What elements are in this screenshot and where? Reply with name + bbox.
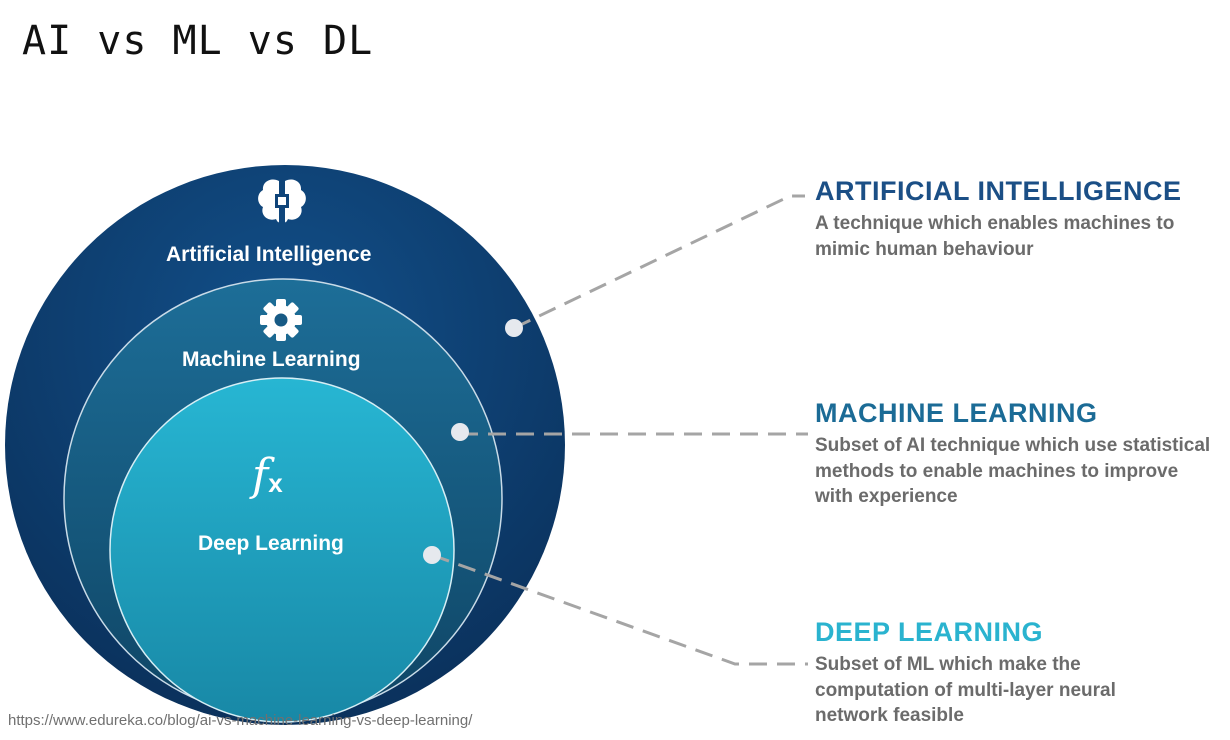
dl-heading: DEEP LEARNING (815, 617, 1044, 647)
ml-description: Subset of AI technique which use statist… (815, 435, 1211, 508)
gear-icon (260, 299, 302, 341)
dl-connector-line (431, 553, 808, 666)
dl-circle-label: Deep Learning (198, 532, 344, 555)
ai-connector-line (513, 194, 805, 330)
ml-heading: MACHINE LEARNING (815, 398, 1098, 428)
page-title: AI vs ML vs DL (22, 18, 374, 64)
ai-heading: ARTIFICIAL INTELLIGENCE (815, 176, 1182, 206)
dl-circle (109, 377, 455, 723)
dl-info-block: DEEP LEARNING Subset of ML which make th… (815, 617, 1225, 729)
ai-circle-label: Artificial Intelligence (166, 243, 372, 266)
ai-description: A technique which enables machines to mi… (815, 213, 1175, 260)
ai-info-block: ARTIFICIAL INTELLIGENCE A technique whic… (815, 176, 1225, 262)
ml-circle-label: Machine Learning (182, 348, 361, 371)
brain-chip-icon (258, 179, 306, 223)
fx-function-icon: fx (252, 450, 283, 501)
dl-description: Subset of ML which make the computation … (815, 654, 1116, 727)
ml-info-block: MACHINE LEARNING Subset of AI technique … (815, 398, 1225, 510)
source-url: https://www.edureka.co/blog/ai-vs-machin… (8, 712, 473, 729)
dl-connector-dot (423, 546, 441, 564)
ml-connector-dot (451, 423, 469, 441)
ai-connector-dot (505, 319, 523, 337)
